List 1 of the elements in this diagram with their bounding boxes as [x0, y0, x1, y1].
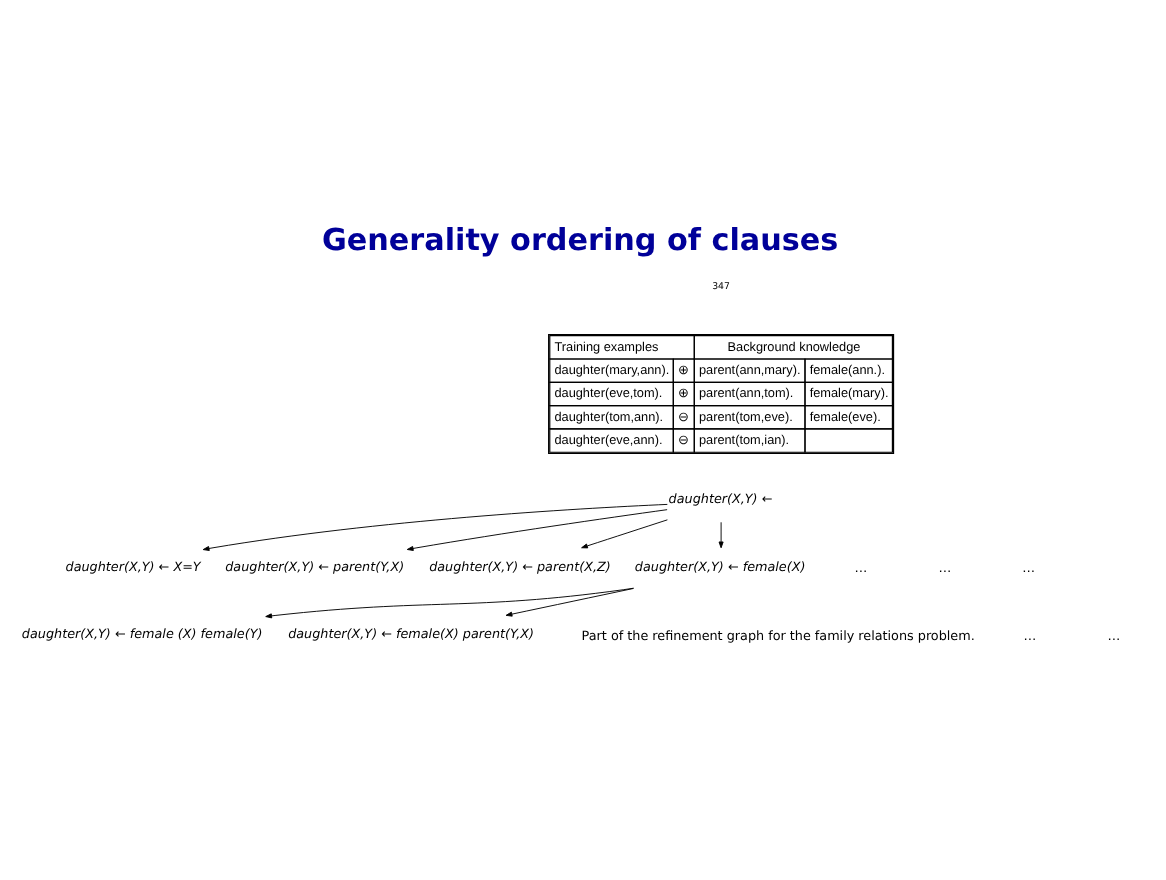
diagram-title: Generality ordering of clauses — [321, 222, 839, 259]
